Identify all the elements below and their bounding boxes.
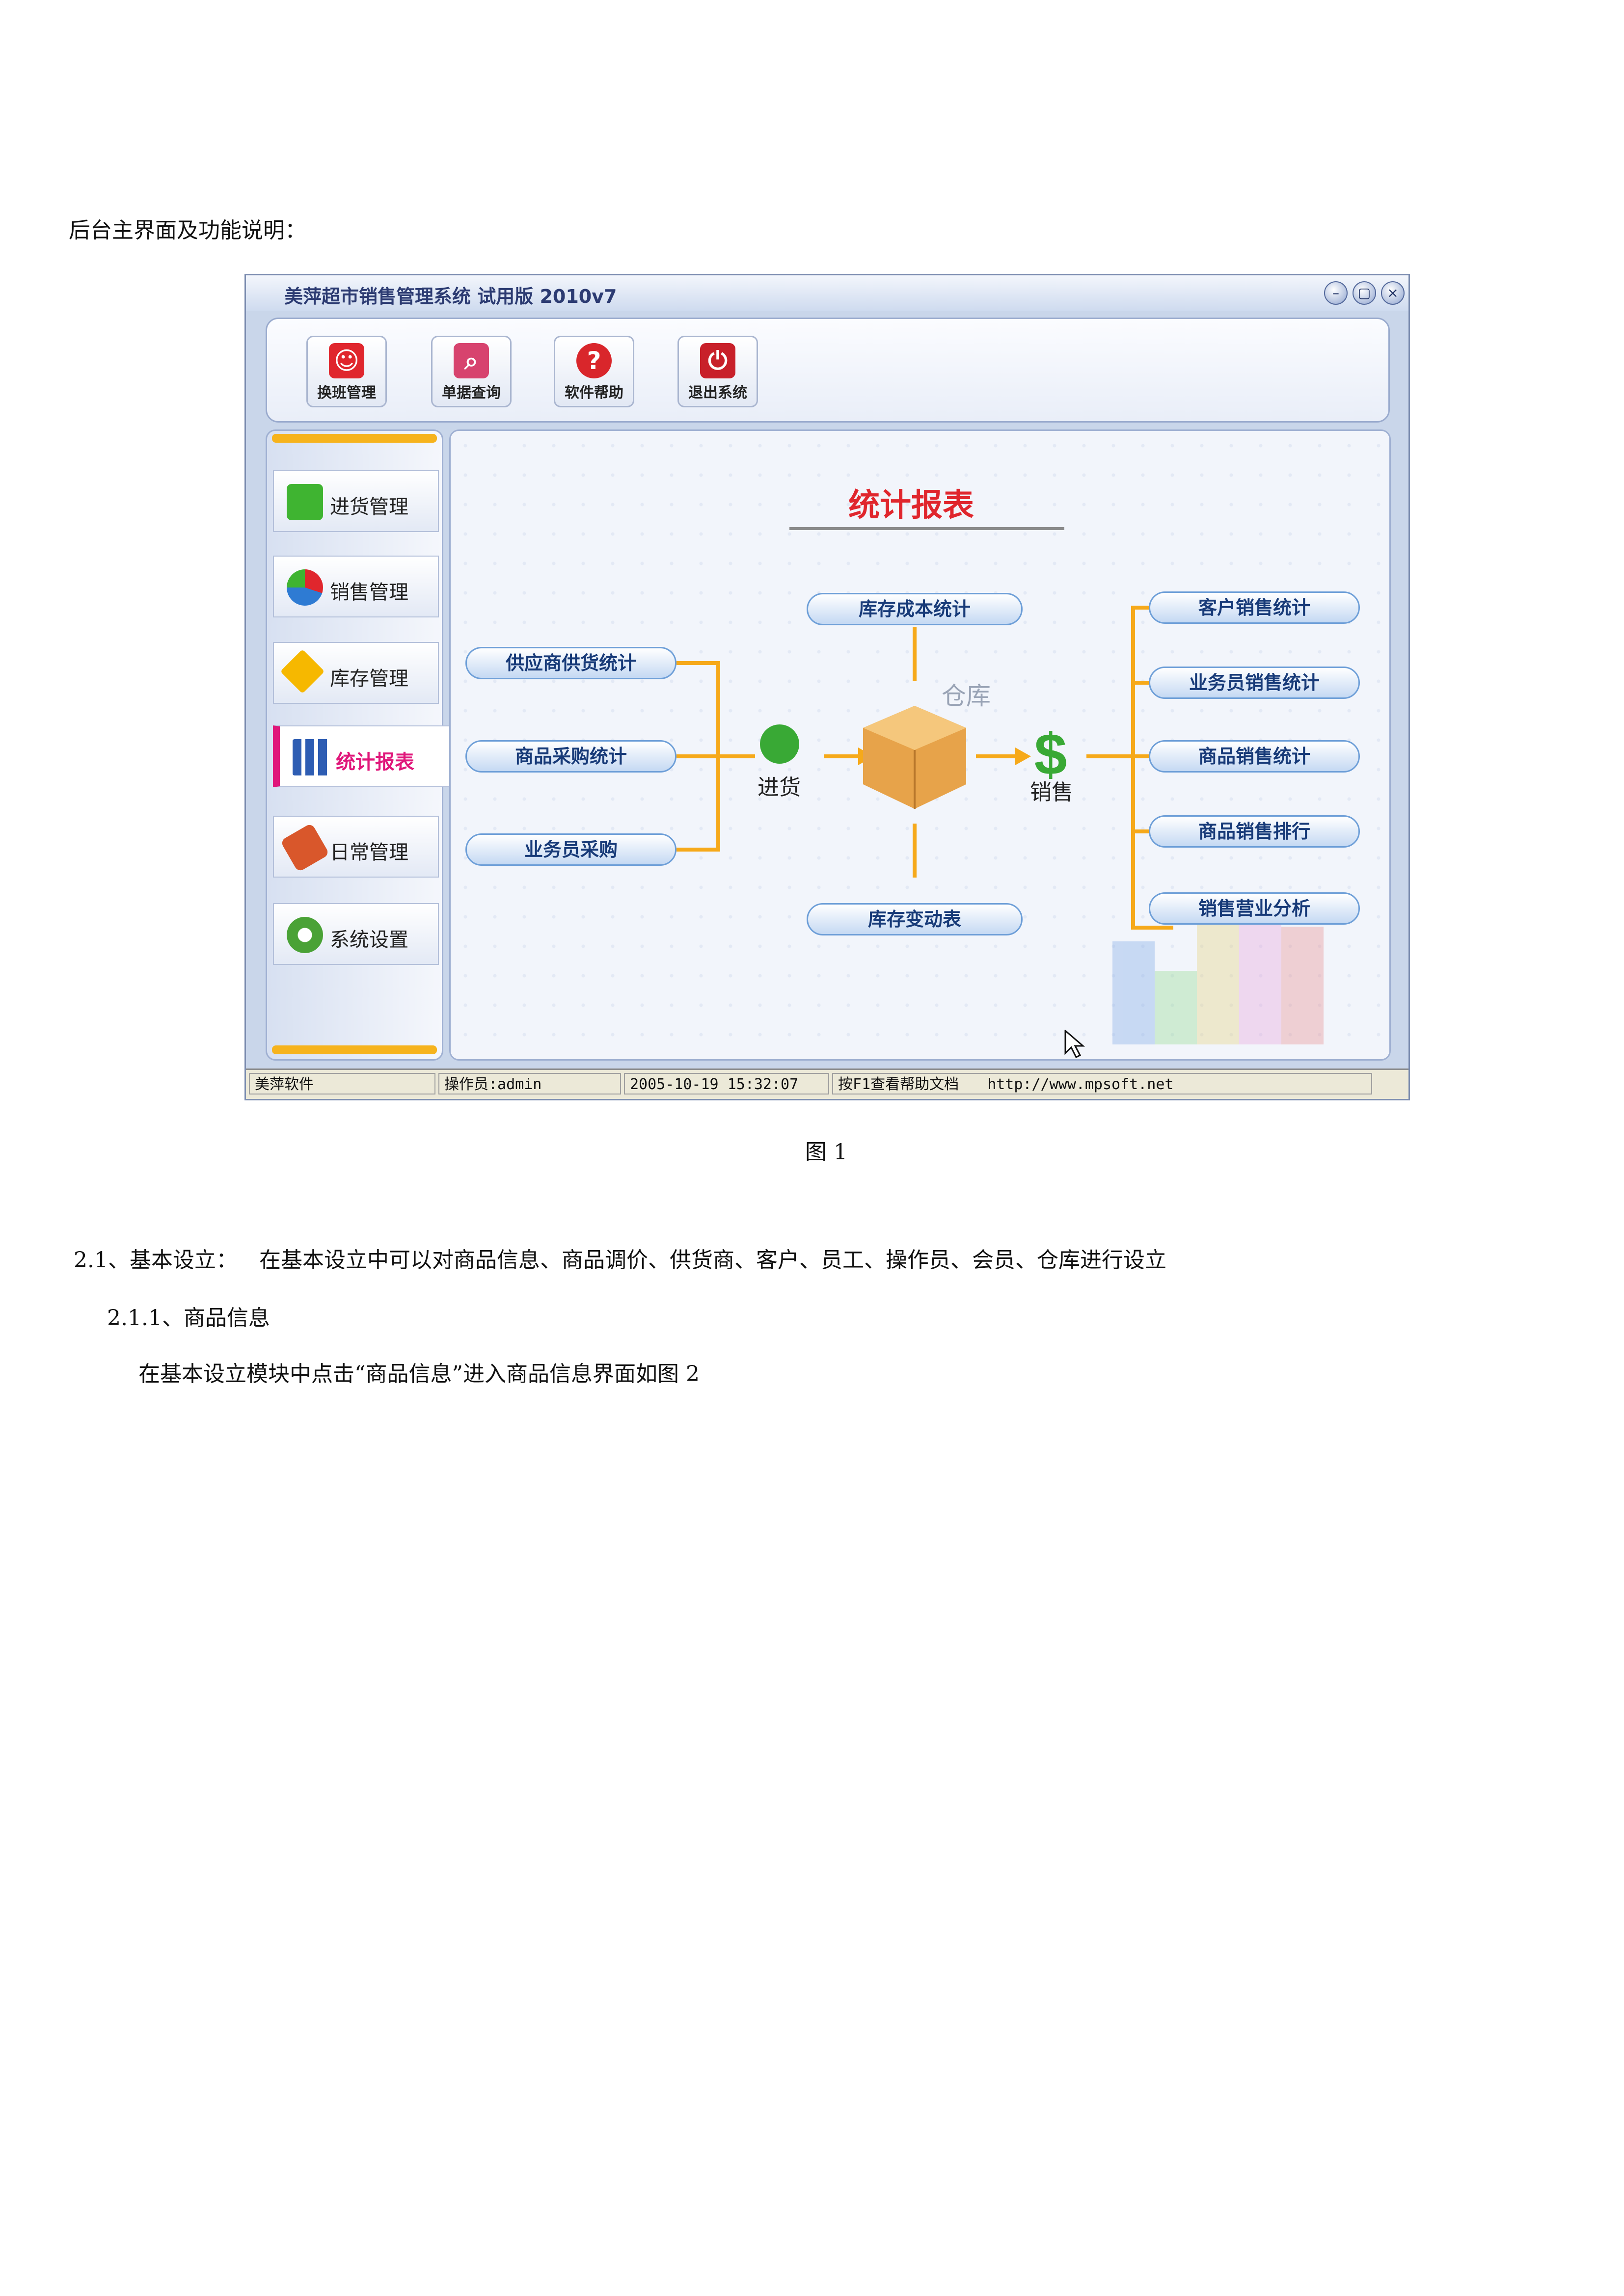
section-number: 2.1、基本设立：	[74, 1248, 238, 1273]
purchase-label: 进货	[758, 775, 801, 800]
status-datetime: 2005-10-19 15:32:07	[624, 1073, 829, 1095]
inventory-cost-stats-button[interactable]: 库存成本统计	[807, 593, 1023, 625]
help-icon: ?	[576, 343, 612, 378]
warehouse-box-icon	[863, 706, 966, 809]
pie-icon	[287, 569, 323, 606]
dollar-icon: $	[1034, 721, 1067, 787]
toolbar-label: 换班管理	[317, 384, 376, 401]
star-icon	[280, 649, 325, 694]
sidebar-bottom-bar	[272, 1045, 437, 1054]
status-help: 按F1查看帮助文档 http://www.mpsoft.net	[832, 1073, 1372, 1095]
brush-icon	[280, 823, 330, 873]
sidebar-top-bar	[272, 434, 437, 443]
product-sales-ranking-button[interactable]: 商品销售排行	[1149, 815, 1360, 848]
sales-business-analysis-button[interactable]: 销售营业分析	[1149, 892, 1360, 925]
body-text: 在基本设立模块中点击“商品信息”进入商品信息界面如图 2	[138, 1362, 700, 1387]
section-heading: 2.1、基本设立： 在基本设立中可以对商品信息、商品调价、供货商、客户、员工、操作…	[74, 1246, 1166, 1275]
cursor-icon	[1064, 1030, 1085, 1059]
section-description: 在基本设立中可以对商品信息、商品调价、供货商、客户、员工、操作员、会员、仓库进行…	[259, 1248, 1166, 1273]
toolbar-label: 软件帮助	[565, 384, 623, 401]
software-help-button[interactable]: ? 软件帮助	[554, 336, 634, 407]
intro-text: 后台主界面及功能说明：	[69, 218, 306, 243]
toolbar: ☺ 换班管理 ⌕ 单据查询 ? 软件帮助 ⏻ 退出系统	[266, 318, 1390, 423]
sidebar-item-label: 日常管理	[330, 841, 408, 864]
magnifier-icon: ⌕	[454, 343, 489, 378]
salesperson-sales-stats-button[interactable]: 业务员销售统计	[1149, 667, 1360, 699]
title-rule	[789, 527, 1064, 530]
power-icon: ⏻	[700, 343, 735, 378]
user-icon: ☺	[329, 343, 364, 378]
app-window-screenshot: 美萍超市销售管理系统 试用版 2010v7 – ▢ × ☺ 换班管理 ⌕ 单据查…	[244, 274, 1410, 1100]
sidebar-item-label: 库存管理	[330, 667, 408, 690]
sidebar-item-purchase[interactable]: 进货管理	[273, 470, 439, 532]
status-operator: 操作员:admin	[438, 1073, 621, 1095]
sidebar-item-sales[interactable]: 销售管理	[273, 556, 439, 617]
sidebar: 进货管理 销售管理 库存管理 统计报表 日常管理 系统设置	[266, 429, 455, 1061]
plus-icon	[287, 484, 323, 520]
subsection-heading: 2.1.1、商品信息	[107, 1306, 270, 1331]
gear-icon	[287, 917, 323, 953]
sidebar-item-label: 统计报表	[336, 751, 414, 774]
figure-caption: 图 1	[805, 1140, 847, 1165]
sidebar-item-reports[interactable]: 统计报表	[273, 725, 455, 787]
restore-icon[interactable]: ▢	[1353, 281, 1376, 305]
panel-title: 统计报表	[848, 487, 974, 524]
customer-sales-stats-button[interactable]: 客户销售统计	[1149, 591, 1360, 624]
sidebar-item-inventory[interactable]: 库存管理	[273, 642, 439, 704]
inventory-change-table-button[interactable]: 库存变动表	[807, 903, 1023, 935]
sidebar-item-label: 系统设置	[330, 929, 408, 951]
document-query-button[interactable]: ⌕ 单据查询	[431, 336, 512, 407]
reports-panel: 统计报表	[449, 429, 1391, 1061]
product-sales-stats-button[interactable]: 商品销售统计	[1149, 740, 1360, 773]
warehouse-label: 仓库	[942, 682, 991, 710]
product-purchase-stats-button[interactable]: 商品采购统计	[465, 740, 677, 773]
supplier-supply-stats-button[interactable]: 供应商供货统计	[465, 647, 677, 679]
sales-label: 销售	[1030, 780, 1073, 805]
app-title: 美萍超市销售管理系统 试用版 2010v7	[284, 286, 617, 307]
exit-system-button[interactable]: ⏻ 退出系统	[677, 336, 758, 407]
status-help-text: 按F1查看帮助文档	[838, 1076, 959, 1093]
bars-icon	[293, 739, 329, 775]
sidebar-item-settings[interactable]: 系统设置	[273, 903, 439, 965]
status-company: 美萍软件	[249, 1073, 435, 1095]
sidebar-item-label: 进货管理	[330, 496, 408, 518]
salesperson-purchase-button[interactable]: 业务员采购	[465, 833, 677, 866]
shift-management-button[interactable]: ☺ 换班管理	[306, 336, 387, 407]
status-bar: 美萍软件 操作员:admin 2005-10-19 15:32:07 按F1查看…	[246, 1068, 1408, 1099]
minimize-icon[interactable]: –	[1324, 281, 1348, 305]
sidebar-item-daily[interactable]: 日常管理	[273, 816, 439, 878]
green-arrow-icon	[760, 724, 799, 764]
close-icon[interactable]: ×	[1381, 281, 1405, 305]
status-url[interactable]: http://www.mpsoft.net	[987, 1076, 1174, 1093]
title-bar[interactable]: 美萍超市销售管理系统 试用版 2010v7 – ▢ ×	[246, 275, 1408, 311]
sidebar-item-label: 销售管理	[330, 581, 408, 604]
toolbar-label: 退出系统	[688, 384, 747, 401]
toolbar-label: 单据查询	[442, 384, 501, 401]
